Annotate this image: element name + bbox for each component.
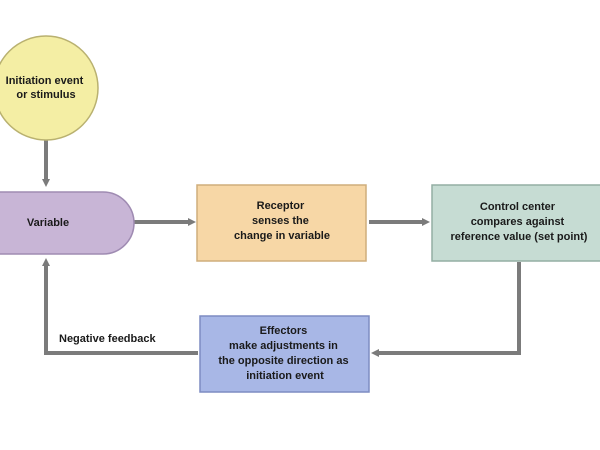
initiation-text: Initiation event or stimulus <box>6 75 87 101</box>
receptor-line-1: Receptor <box>257 200 305 212</box>
arrow-control-center-to-effectors <box>371 262 521 357</box>
arrow-effectors-to-variable <box>42 258 198 355</box>
effectors-box <box>199 315 370 393</box>
initiation-line-2: or stimulus <box>16 89 75 101</box>
effectors-node: Effectors make adjustments in the opposi… <box>199 315 370 393</box>
variable-line-1: Variable <box>27 217 69 229</box>
effectors-line-2: make adjustments in <box>229 340 338 352</box>
negative-feedback-label: Negative feedback <box>59 333 156 345</box>
connectors <box>42 140 521 357</box>
control-center-line-1: Control center <box>480 201 556 213</box>
receptor-line-2: senses the <box>252 215 309 227</box>
control-center-box <box>431 184 600 262</box>
receptor-box <box>196 184 367 262</box>
variable-text: Variable <box>27 217 69 229</box>
effectors-line-4: initiation event <box>246 370 324 382</box>
control-center-line-3: reference value (set point) <box>451 231 588 243</box>
control-center-text: Control center compares against referenc… <box>451 201 588 243</box>
initiation-line-1: Initiation event <box>6 75 84 87</box>
receptor-text: Receptor senses the change in variable <box>234 200 330 242</box>
receptor-line-3: change in variable <box>234 230 330 242</box>
control-center-line-2: compares against <box>471 216 565 228</box>
receptor-node: Receptor senses the change in variable <box>196 184 367 262</box>
initiation-circle <box>0 35 99 141</box>
variable-shape <box>0 191 135 255</box>
effectors-line-3: the opposite direction as <box>218 355 348 367</box>
control-center-node: Control center compares against referenc… <box>431 184 600 262</box>
variable-node: Variable <box>0 191 135 255</box>
effectors-text: Effectors make adjustments in the opposi… <box>218 325 351 382</box>
effectors-line-1: Effectors <box>260 325 308 337</box>
initiation-node: Initiation event or stimulus <box>0 35 99 141</box>
